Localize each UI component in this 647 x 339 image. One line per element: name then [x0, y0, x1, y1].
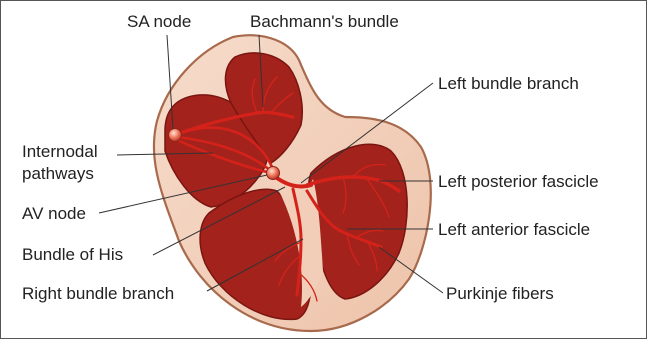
label-left-anterior-fascicle: Left anterior fascicle — [438, 220, 590, 239]
label-purkinje-fibers: Purkinje fibers — [446, 284, 554, 303]
label-internodal-line2: pathways — [22, 164, 94, 183]
label-bachmanns-bundle: Bachmann's bundle — [250, 12, 399, 31]
label-av-node: AV node — [22, 204, 86, 223]
label-internodal-line1: Internodal — [22, 142, 98, 161]
label-bundle-of-his: Bundle of His — [22, 245, 123, 264]
label-left-bundle-branch: Left bundle branch — [438, 74, 579, 93]
label-right-bundle-branch: Right bundle branch — [22, 284, 174, 303]
label-left-posterior-fascicle: Left posterior fascicle — [438, 172, 599, 191]
label-sa-node: SA node — [127, 12, 191, 31]
sa-node — [169, 129, 182, 142]
av-node — [267, 167, 280, 180]
